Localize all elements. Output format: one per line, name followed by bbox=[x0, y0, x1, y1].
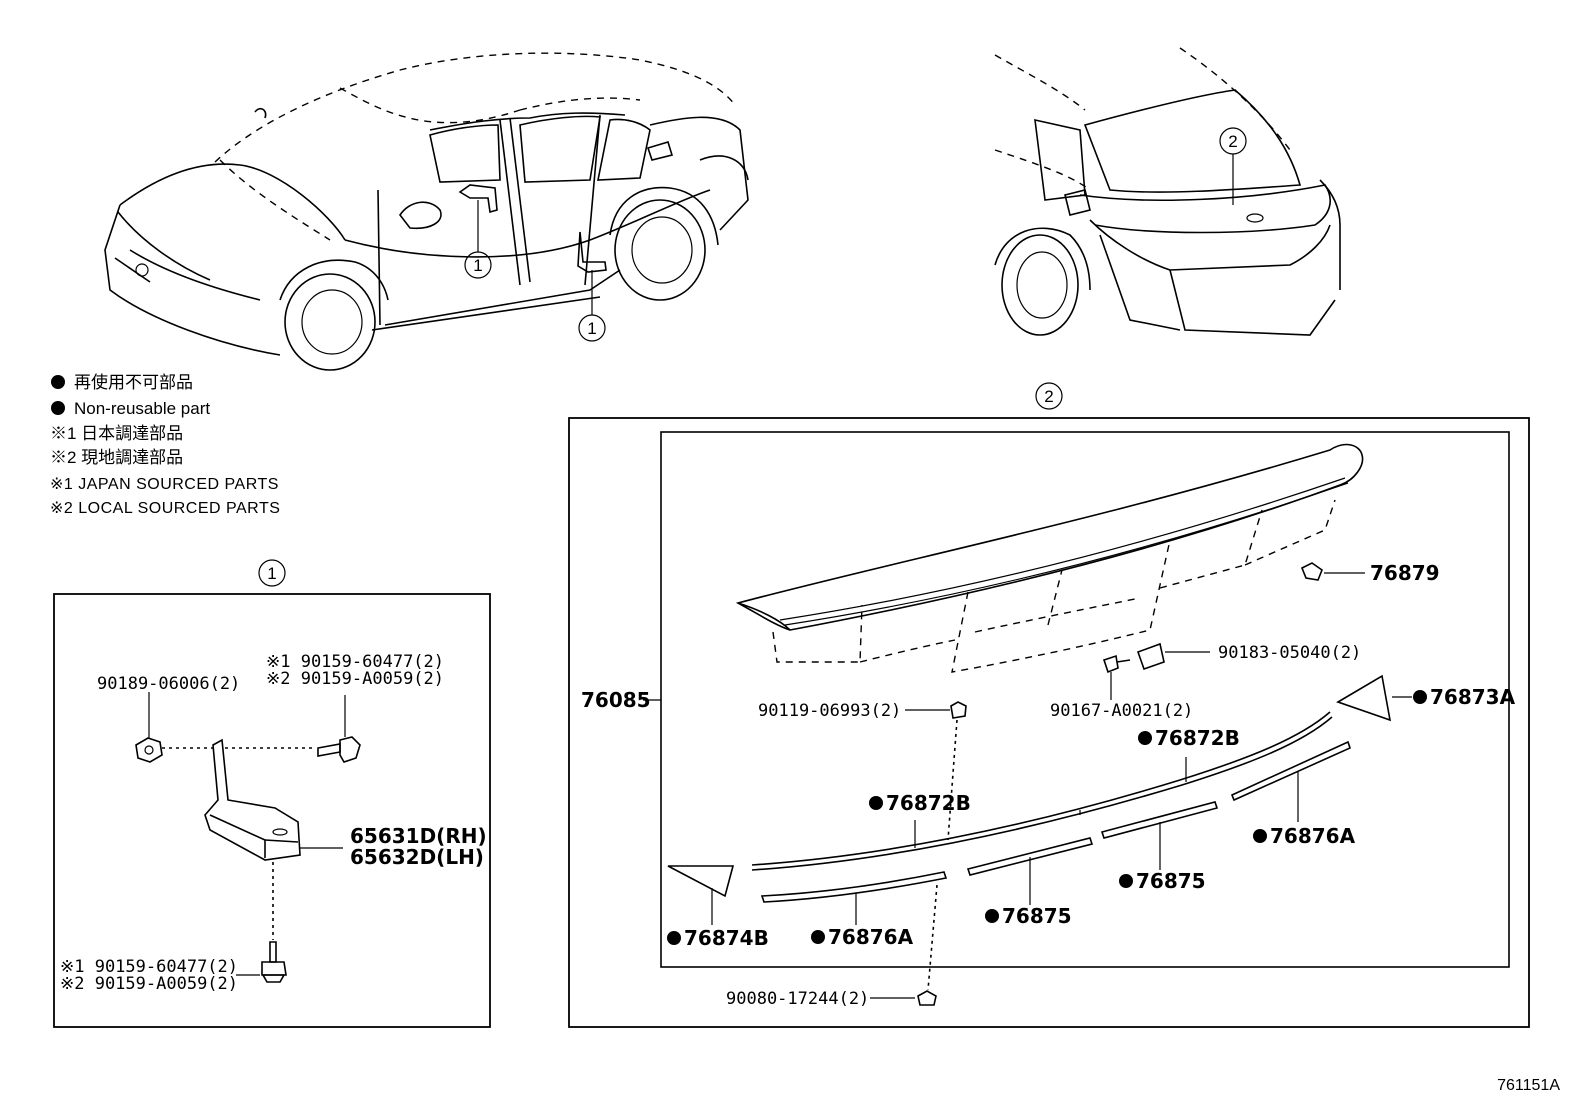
callout-1-upper: 1 bbox=[464, 251, 492, 279]
svg-text:2: 2 bbox=[1044, 387, 1053, 406]
box1-drawing bbox=[135, 692, 361, 983]
part-76879: 76879 bbox=[1370, 561, 1440, 585]
callout-1-box-header: 1 bbox=[258, 559, 286, 587]
part-90167-A0021: 90167-A0021(2) bbox=[1050, 701, 1193, 721]
svg-text:1: 1 bbox=[473, 256, 482, 275]
non-reusable-dot-icon bbox=[1413, 690, 1427, 704]
part-76875-right: 76875 bbox=[1136, 869, 1206, 893]
callout-2-box-header: 2 bbox=[1035, 382, 1063, 410]
non-reusable-dot-icon bbox=[51, 375, 65, 389]
legend-japan-sourced-jp: ※1 日本調達部品 bbox=[50, 424, 183, 443]
non-reusable-dot-icon bbox=[667, 931, 681, 945]
part-65631D: 65631D(RH) bbox=[350, 824, 487, 848]
part-76085: 76085 bbox=[581, 688, 651, 712]
part-90189-06006: 90189-06006(2) bbox=[97, 674, 240, 694]
non-reusable-dot-icon bbox=[811, 930, 825, 944]
part-76873A: 76873A bbox=[1430, 685, 1516, 709]
part-90159-60477-lower: ※1 90159-60477(2) bbox=[60, 957, 238, 977]
part-90183-05040: 90183-05040(2) bbox=[1218, 643, 1361, 663]
part-65632D: 65632D(LH) bbox=[350, 845, 484, 869]
callout-2-rear: 2 bbox=[1219, 127, 1247, 155]
legend-japan-sourced-en: ※1 JAPAN SOURCED PARTS bbox=[50, 476, 279, 493]
box2-drawing bbox=[667, 443, 1412, 1006]
part-90159-60477-upper: ※1 90159-60477(2) bbox=[266, 652, 444, 672]
part-76872B-left: 76872B bbox=[886, 791, 971, 815]
part-76872B-right: 76872B bbox=[1155, 726, 1240, 750]
legend-local-sourced-jp: ※2 現地調達部品 bbox=[50, 448, 183, 467]
part-76875-left: 76875 bbox=[1002, 904, 1072, 928]
diagram-code: 761151A bbox=[1497, 1077, 1560, 1094]
non-reusable-dot-icon bbox=[51, 401, 65, 415]
part-90080-17244: 90080-17244(2) bbox=[726, 989, 869, 1009]
legend-non-reusable-jp: 再使用不可部品 bbox=[74, 372, 193, 392]
rear-car-illustration bbox=[994, 47, 1341, 336]
non-reusable-dot-icon bbox=[869, 796, 883, 810]
detail-box-2 bbox=[568, 417, 1530, 1028]
part-90159-A0059-upper: ※2 90159-A0059(2) bbox=[266, 669, 444, 689]
svg-text:2: 2 bbox=[1228, 132, 1237, 151]
part-76876A-right: 76876A bbox=[1270, 824, 1356, 848]
legend: 再使用不可部品 Non-reusable part ※1 日本調達部品 ※2 現… bbox=[50, 372, 280, 517]
front-car-illustration bbox=[104, 52, 749, 371]
non-reusable-dot-icon bbox=[1119, 874, 1133, 888]
part-76874B: 76874B bbox=[684, 926, 769, 950]
part-90119-06993: 90119-06993(2) bbox=[758, 701, 901, 721]
part-76876A-left: 76876A bbox=[828, 925, 914, 949]
detail-box-1 bbox=[53, 593, 491, 1028]
non-reusable-dot-icon bbox=[1138, 731, 1152, 745]
non-reusable-dot-icon bbox=[985, 909, 999, 923]
non-reusable-dot-icon bbox=[1253, 829, 1267, 843]
legend-local-sourced-en: ※2 LOCAL SOURCED PARTS bbox=[50, 500, 280, 517]
assembly-76085-box bbox=[660, 431, 1510, 968]
legend-non-reusable-en: Non-reusable part bbox=[74, 399, 210, 418]
svg-text:1: 1 bbox=[267, 564, 276, 583]
callout-1-lower: 1 bbox=[578, 314, 606, 342]
part-90159-A0059-lower: ※2 90159-A0059(2) bbox=[60, 974, 238, 994]
svg-text:1: 1 bbox=[587, 319, 596, 338]
